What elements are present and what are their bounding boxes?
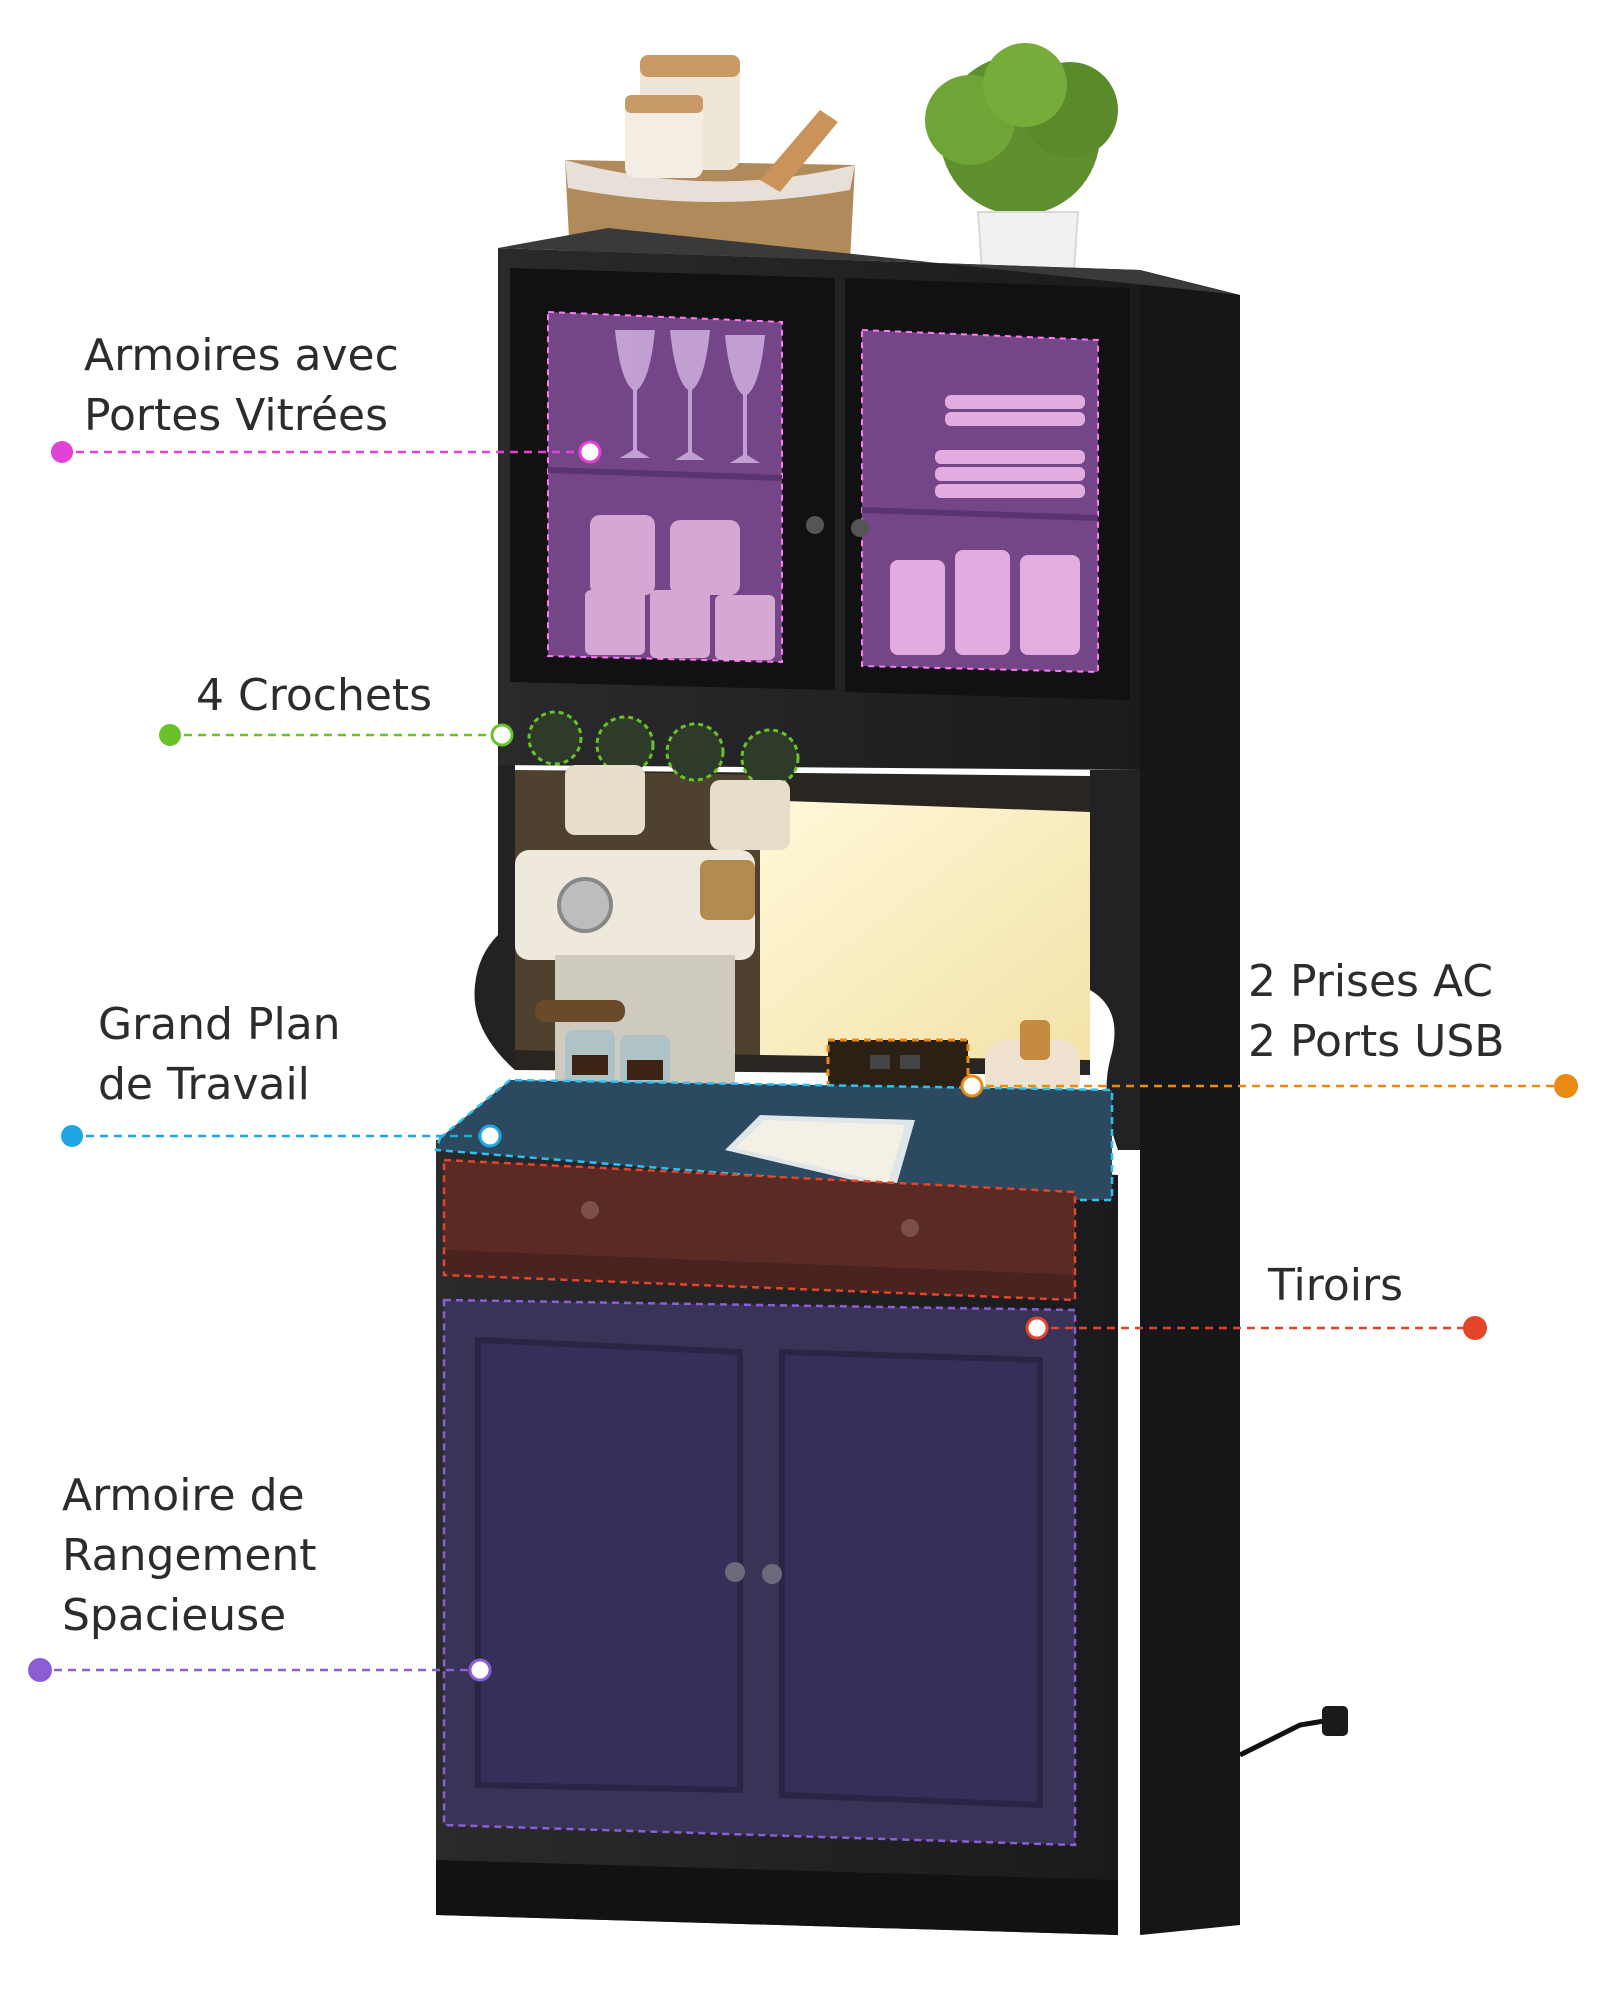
label-hooks: 4 Crochets (196, 666, 432, 726)
label-storage-cabinet: Armoire de Rangement Spacieuse (62, 1466, 317, 1646)
label-hooks-line-1: 4 Crochets (196, 670, 433, 721)
label-drawer: Tiroirs (1268, 1256, 1403, 1316)
callout-outlets-line (960, 1074, 1578, 1098)
label-countertop-line-1: Grand Plan (98, 999, 341, 1050)
lower-cabinet-doors (442, 1298, 1077, 1847)
potted-plant (925, 43, 1118, 301)
label-storage-cabinet-line-3: Spacieuse (62, 1590, 287, 1641)
label-glass-cabinets: Armoires avec Portes Vitrées (84, 326, 399, 446)
label-glass-cabinets-line-2: Portes Vitrées (84, 390, 389, 441)
callout-glass-cabinets-line (51, 440, 602, 464)
callout-drawer-line (1025, 1316, 1487, 1340)
countertop (434, 1078, 1114, 1202)
label-outlets-line-2: 2 Ports USB (1248, 1016, 1505, 1067)
label-countertop-line-2: de Travail (98, 1059, 310, 1110)
label-glass-cabinets-line-1: Armoires avec (84, 330, 399, 381)
label-drawer-line-1: Tiroirs (1268, 1260, 1404, 1311)
glass-cabinet-doors (510, 268, 1130, 700)
power-cord (1238, 1706, 1348, 1758)
label-outlets: 2 Prises AC 2 Ports USB (1248, 952, 1504, 1072)
callout-hooks-line (159, 723, 514, 747)
callout-storage-line (28, 1658, 492, 1682)
label-outlets-line-1: 2 Prises AC (1248, 956, 1494, 1007)
label-storage-cabinet-line-1: Armoire de (62, 1470, 305, 1521)
label-storage-cabinet-line-2: Rangement (62, 1530, 317, 1581)
drawer (442, 1158, 1077, 1302)
hooks (527, 710, 800, 850)
espresso-cups (565, 1030, 670, 1090)
callout-countertop-line (61, 1124, 502, 1148)
label-countertop: Grand Plan de Travail (98, 995, 341, 1115)
